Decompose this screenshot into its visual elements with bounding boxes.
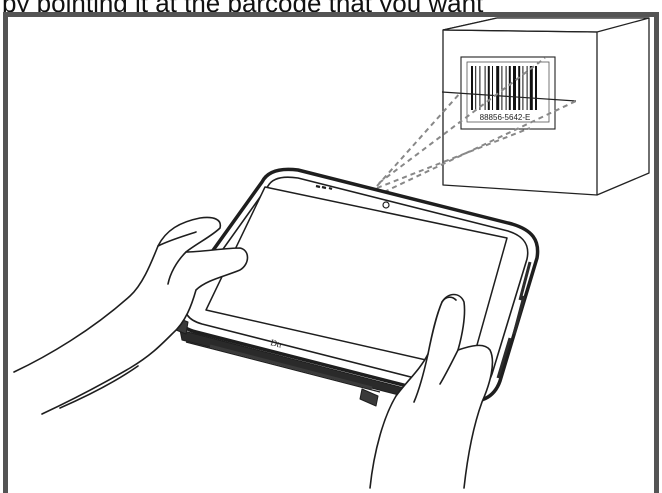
barcode-bar (501, 66, 502, 110)
barcode-bar (522, 66, 523, 110)
barcode-bar (479, 66, 480, 110)
barcode-bar (475, 66, 476, 110)
barcode-bar (485, 66, 486, 110)
barcode-bar (535, 66, 537, 110)
barcode-bar (492, 66, 493, 110)
barcode-bar (506, 66, 507, 110)
barcode-bar (530, 66, 533, 110)
barcode-bar (518, 66, 520, 110)
barcode-bar (488, 66, 490, 110)
barcode-bar (471, 66, 473, 110)
barcode-bar (496, 66, 499, 110)
barcode-bar (509, 66, 511, 110)
barcode-bar (513, 66, 516, 110)
barcode-number: 88856-5642-E (480, 113, 531, 122)
camera-lens (383, 202, 389, 208)
